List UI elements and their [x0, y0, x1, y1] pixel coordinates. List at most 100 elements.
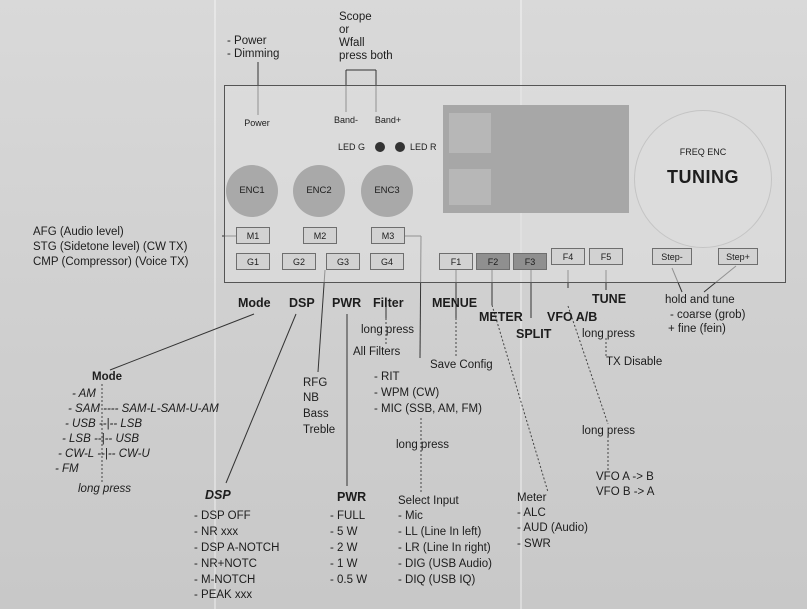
led-r-label: LED R: [410, 142, 437, 152]
m1-button[interactable]: M1: [236, 227, 270, 244]
input-block-title: Select Input: [398, 495, 459, 507]
mode-item: - FM: [55, 463, 79, 475]
note-line: NB: [303, 392, 319, 404]
dsp-item: - PEAK xxx: [194, 589, 253, 601]
led-g-indicator: [375, 142, 385, 152]
note-line: - WPM (CW): [374, 387, 440, 399]
step-plus-button[interactable]: Step+: [718, 248, 758, 265]
led-r-indicator: [395, 142, 405, 152]
f3-button[interactable]: F3: [513, 253, 547, 270]
band-minus-button[interactable]: Band-: [333, 115, 359, 125]
f1-button[interactable]: F1: [439, 253, 473, 270]
encoder-1[interactable]: ENC1: [226, 165, 278, 217]
mode-block-title: Mode: [92, 371, 123, 383]
power-button[interactable]: Power: [244, 118, 270, 128]
mode-title: Mode: [238, 296, 271, 310]
pwr-item: - 1 W: [330, 558, 358, 570]
tune-title: TUNE: [592, 292, 627, 306]
input-item: - LR (Line In right): [398, 542, 491, 554]
pwr-title: PWR: [332, 296, 362, 310]
step-minus-button[interactable]: Step-: [652, 248, 692, 265]
mode-item: - AM: [72, 388, 96, 400]
input-item: - Mic: [398, 510, 423, 522]
note-line: RFG: [303, 377, 328, 389]
g2-button[interactable]: G2: [282, 253, 316, 270]
g4-button[interactable]: G4: [370, 253, 404, 270]
pwr-item: - FULL: [330, 510, 366, 522]
note-line: Bass: [303, 408, 329, 420]
dsp-item: - DSP OFF: [194, 510, 251, 522]
note-line: Wfall: [339, 37, 365, 49]
dsp-title: DSP: [289, 296, 315, 310]
vfo-item: VFO B -> A: [596, 486, 655, 498]
band-plus-button[interactable]: Band+: [374, 115, 402, 125]
meter-item: - SWR: [517, 538, 551, 550]
mode-long-press: long press: [78, 483, 132, 495]
save-config-label: Save Config: [430, 359, 493, 371]
note-line: hold and tune: [665, 294, 735, 306]
vfo-block-long-press: long press: [582, 425, 636, 437]
led-g-label: LED G: [338, 142, 366, 152]
vfo-item: VFO A -> B: [596, 471, 654, 483]
note-line: - MIC (SSB, AM, FM): [374, 403, 482, 415]
display-area: [449, 113, 491, 153]
cmp-label: CMP (Compressor) (Voice TX): [33, 256, 189, 268]
meter-item: - AUD (Audio): [517, 522, 588, 534]
note-line: - Dimming: [227, 48, 280, 60]
g3-button[interactable]: G3: [326, 253, 360, 270]
meter-block-title: Meter: [517, 492, 547, 504]
vfo-long-press: long press: [582, 328, 636, 340]
pwr-block-title: PWR: [337, 490, 367, 504]
encoder-2[interactable]: ENC2: [293, 165, 345, 217]
note-line: Scope: [339, 11, 372, 23]
mode-item: - USB --|-- LSB: [65, 418, 143, 430]
tuning-label: TUNING: [667, 167, 739, 187]
meter-title: METER: [479, 310, 523, 324]
dsp-block-title: DSP: [205, 488, 231, 502]
note-line: - Power: [227, 35, 267, 47]
f4-button[interactable]: F4: [551, 248, 585, 265]
f2-button[interactable]: F2: [476, 253, 510, 270]
tx-disable-label: TX Disable: [606, 356, 663, 368]
input-item: - LL (Line In left): [398, 526, 482, 538]
afg-label: AFG (Audio level): [33, 226, 124, 238]
dsp-item: - DSP A-NOTCH: [194, 542, 280, 554]
dsp-item: - M-NOTCH: [194, 574, 256, 586]
note-line: or: [339, 24, 350, 36]
dsp-item: - NR+NOTC: [194, 558, 257, 570]
mode-item: - CW-L --|-- CW-U: [58, 448, 150, 460]
mode-item: - SAM ---- SAM-L-SAM-U-AM: [68, 403, 219, 415]
all-filters-label: All Filters: [353, 346, 401, 358]
vfo-title: VFO A/B: [547, 310, 598, 324]
pwr-item: - 0.5 W: [330, 574, 368, 586]
paper-crease: [520, 0, 522, 609]
dsp-item: - NR xxx: [194, 526, 239, 538]
encoder-3[interactable]: ENC3: [361, 165, 413, 217]
m3-button[interactable]: M3: [371, 227, 405, 244]
meter-item: - ALC: [517, 507, 546, 519]
menue-title: MENUE: [432, 296, 478, 310]
filter-title: Filter: [373, 296, 404, 310]
pwr-item: - 5 W: [330, 526, 358, 538]
input-item: - DIQ (USB IQ): [398, 574, 476, 586]
display-area: [449, 169, 491, 205]
note-line: + fine (fein): [668, 323, 726, 335]
lcd-display: [443, 105, 629, 213]
filter-long-press: long press: [361, 324, 415, 336]
note-line: - RIT: [374, 371, 400, 383]
m2-button[interactable]: M2: [303, 227, 337, 244]
tuning-knob[interactable]: FREQ ENC TUNING: [634, 110, 772, 248]
stg-label: STG (Sidetone level) (CW TX): [33, 241, 188, 253]
split-title: SPLIT: [516, 327, 552, 341]
m3-long-press: long press: [396, 439, 450, 451]
note-line: Treble: [303, 424, 336, 436]
input-item: - DIG (USB Audio): [398, 558, 492, 570]
note-line: - coarse (grob): [670, 309, 746, 321]
note-line: press both: [339, 50, 393, 62]
freq-enc-label: FREQ ENC: [679, 147, 727, 157]
pwr-item: - 2 W: [330, 542, 358, 554]
mode-item: - LSB --|-- USB: [62, 433, 140, 445]
paper-crease: [214, 0, 216, 609]
f5-button[interactable]: F5: [589, 248, 623, 265]
g1-button[interactable]: G1: [236, 253, 270, 270]
